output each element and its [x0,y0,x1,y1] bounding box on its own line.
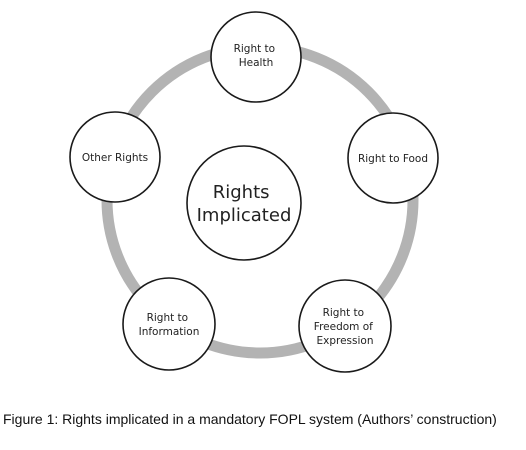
node-other-rights: Other Rights [69,111,161,203]
node-right-to-information-label: Right to Information [139,312,200,338]
node-right-to-food-line-1: Right to Food [358,153,428,165]
node-other-rights-label: Other Rights [82,152,148,164]
node-right-to-information-line-1: Right to [147,312,189,324]
node-right-to-information-line-2: Information [139,326,200,338]
center-circle: Rights Implicated [186,145,302,261]
rights-diagram: Rights Implicated Right to Health Right … [69,11,439,373]
center-label: Rights Implicated [197,182,292,226]
node-right-to-information: Right to Information [122,277,216,371]
node-right-to-freedom-of-expression-label: Right to Freedom of Expression [314,307,376,347]
center-label-line-2: Implicated [197,205,292,226]
node-other-rights-line-1: Other Rights [82,152,148,164]
node-right-to-health: Right to Health [210,11,302,103]
node-right-to-freedom-of-expression: Right to Freedom of Expression [298,279,392,373]
node-right-to-health-line-1: Right to [234,43,276,55]
node-right-to-health-label: Right to Health [234,43,279,69]
center-label-line-1: Rights [213,182,270,203]
node-right-to-health-line-2: Health [239,57,273,69]
figure-caption: Figure 1: Rights implicated in a mandato… [3,411,497,427]
node-right-to-freedom-of-expression-line-1: Right to [323,307,365,319]
node-right-to-freedom-of-expression-line-3: Expression [317,335,374,347]
node-right-to-freedom-of-expression-line-2: Freedom of [314,321,373,333]
node-right-to-food-label: Right to Food [358,153,428,165]
node-right-to-food: Right to Food [347,112,439,204]
